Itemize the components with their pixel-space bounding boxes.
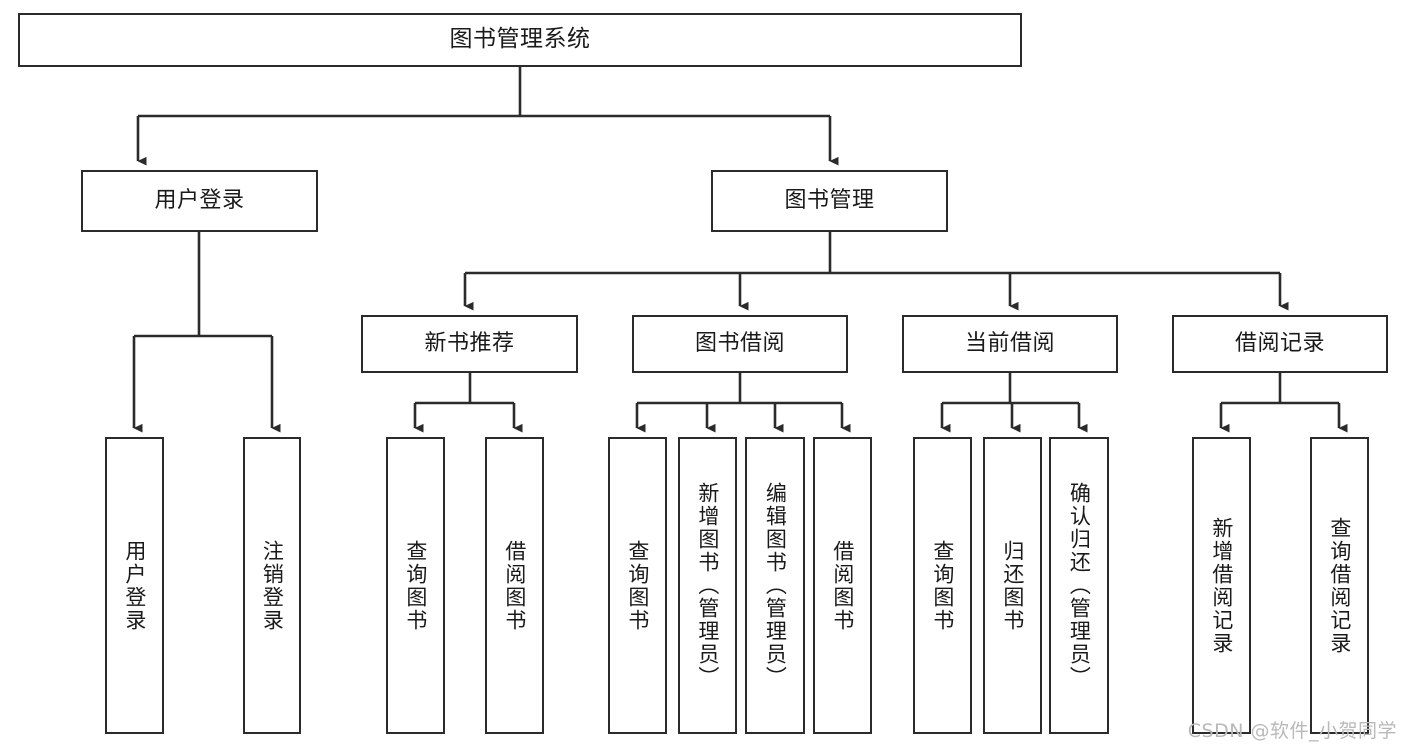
node-label: 借阅图书 [502,539,527,632]
node-user-login[interactable]: 用户登录 [81,170,318,232]
node-label: 查询借阅记录 [1327,516,1352,655]
node-label: 用户登录 [154,187,245,213]
node-root-book-management-system[interactable]: 图书管理系统 [18,13,1022,67]
node-book-borrowing[interactable]: 图书借阅 [632,315,848,373]
node-book-management[interactable]: 图书管理 [711,170,948,232]
node-label: 新增借阅记录 [1209,516,1234,655]
node-label: 用户登录 [122,539,147,632]
node-leaf-logout[interactable]: 注销登录 [243,437,301,734]
node-leaf-query-books-borrow[interactable]: 查询图书 [608,437,667,734]
node-label: 当前借阅 [964,330,1055,356]
node-leaf-query-books-current[interactable]: 查询图书 [913,437,972,734]
node-label: 新增图书（管理员） [695,482,720,689]
node-label: 查询图书 [930,539,955,632]
watermark-text: CSDN @软件_小贺同学 [1187,720,1397,742]
node-label: 编辑图书（管理员） [763,482,788,689]
node-label: 确认归还（管理员） [1067,482,1092,689]
node-leaf-query-books-newbook[interactable]: 查询图书 [386,437,445,734]
node-borrow-records[interactable]: 借阅记录 [1172,315,1388,373]
node-label: 借阅记录 [1234,330,1325,356]
node-leaf-query-borrow-record[interactable]: 查询借阅记录 [1310,437,1369,734]
node-label: 图书管理系统 [449,26,591,53]
node-current-borrowing[interactable]: 当前借阅 [902,315,1118,373]
node-label: 借阅图书 [830,539,855,632]
node-new-book-recommendation[interactable]: 新书推荐 [361,315,578,373]
node-leaf-borrow-books[interactable]: 借阅图书 [813,437,872,734]
node-label: 新书推荐 [424,330,515,356]
node-leaf-user-login[interactable]: 用户登录 [105,437,164,734]
node-label: 归还图书 [1000,539,1025,632]
node-leaf-confirm-return-admin[interactable]: 确认归还（管理员） [1049,437,1109,734]
node-leaf-borrow-books-newbook[interactable]: 借阅图书 [485,437,544,734]
node-leaf-add-borrow-record[interactable]: 新增借阅记录 [1192,437,1251,734]
node-leaf-add-book-admin[interactable]: 新增图书（管理员） [678,437,737,734]
node-leaf-edit-book-admin[interactable]: 编辑图书（管理员） [745,437,805,734]
node-label: 注销登录 [260,539,285,632]
node-label: 图书借阅 [694,330,785,356]
node-label: 图书管理 [784,187,875,213]
node-label: 查询图书 [403,539,428,632]
node-label: 查询图书 [625,539,650,632]
node-leaf-return-books[interactable]: 归还图书 [983,437,1042,734]
